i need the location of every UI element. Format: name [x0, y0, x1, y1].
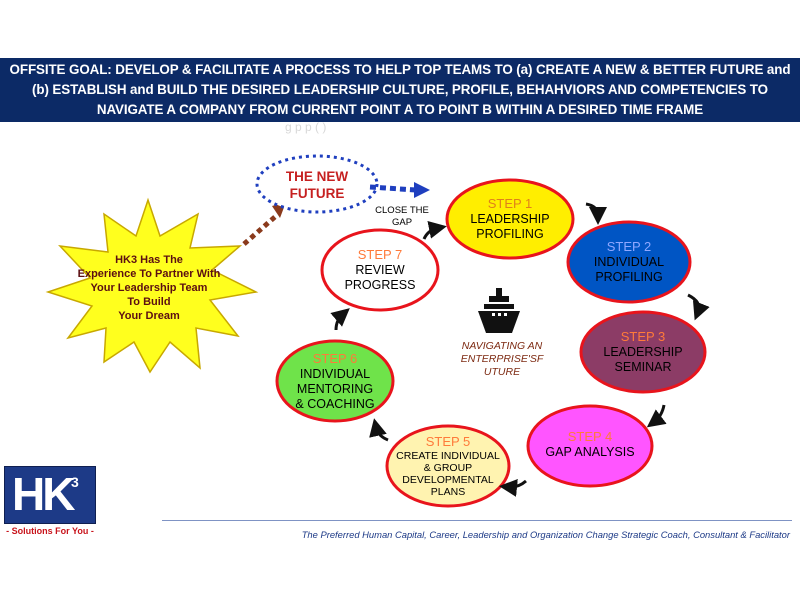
step-5: STEP 5 CREATE INDIVIDUAL & GROUP DEVELOP… — [390, 428, 506, 504]
arrow-1-2 — [585, 202, 607, 225]
step-2-label: STEP 2 — [606, 239, 652, 254]
logo-letters: HK — [12, 468, 75, 520]
close-the-gap-label: CLOSE THE GAP — [375, 205, 429, 228]
step-6: STEP 6 INDIVIDUAL MENTORING & COACHING — [279, 345, 391, 417]
step-7-label: STEP 7 — [357, 247, 403, 262]
step-2: STEP 2 INDIVIDUAL PROFILING — [570, 226, 688, 298]
logo-superscript: 3 — [71, 474, 79, 490]
logo-tagline: - Solutions For You - — [6, 526, 94, 536]
starburst-shape — [45, 197, 259, 374]
step-6-text: INDIVIDUAL MENTORING & COACHING — [295, 366, 375, 411]
blue-dashed-arrow-head — [414, 182, 430, 198]
blue-dashed-arrow — [369, 184, 417, 193]
ship-icon — [478, 288, 520, 333]
arrow-2-3 — [687, 293, 710, 321]
new-future-ellipse — [255, 154, 379, 214]
arrow-4-5 — [499, 478, 527, 497]
step-3-label: STEP 3 — [620, 329, 666, 344]
step-3: STEP 3 LEADERSHIP SEMINAR — [583, 316, 703, 388]
arrow-5-6 — [369, 418, 389, 442]
step-1-text: LEADERSHIP PROFILING — [470, 212, 550, 241]
step-5-text: CREATE INDIVIDUAL & GROUP DEVELOPMENTAL … — [396, 450, 500, 498]
step-6-ellipse — [275, 339, 395, 423]
arrow-6-7 — [330, 308, 350, 331]
step-7-ellipse — [320, 228, 440, 312]
step-3-text: LEADERSHIP SEMINAR — [603, 345, 683, 374]
step-4-label: STEP 4 — [567, 428, 613, 444]
arrow-7-1 — [422, 220, 447, 240]
step-2-ellipse — [566, 220, 692, 304]
step-4-text: GAP ANALYSIS — [545, 444, 635, 459]
starburst-text: HK3 Has The Experience To Partner With Y… — [77, 254, 221, 322]
navigating-caption: NAVIGATING AN ENTERPRISE'SF UTURE — [460, 340, 544, 378]
arrow-3-4 — [646, 404, 667, 428]
offsite-goal-title: OFFSITE GOAL: DEVELOP & FACILITATE A PRO… — [9, 62, 791, 117]
step-1: STEP 1 LEADERSHIP PROFILING — [449, 184, 571, 254]
step-3-ellipse — [579, 310, 707, 394]
step-4-ellipse — [526, 404, 654, 488]
hk3-logo: HK 3 — [4, 466, 96, 524]
step-1-ellipse — [445, 178, 575, 260]
footer-tagline: The Preferred Human Capital, Career, Lea… — [301, 529, 790, 540]
footer-divider — [162, 520, 792, 521]
step-7: STEP 7 REVIEW PROGRESS — [324, 240, 436, 300]
step-2-text: INDIVIDUAL PROFILING — [593, 255, 665, 284]
step-1-label: STEP 1 — [487, 196, 533, 211]
step-5-label: STEP 5 — [425, 434, 471, 449]
step-5-ellipse — [385, 424, 511, 508]
step-6-label: STEP 6 — [312, 350, 358, 366]
step-7-text: REVIEW PROGRESS — [344, 263, 416, 292]
faint-subtitle: g p p ( ) — [285, 120, 327, 134]
step-4: STEP 4 GAP ANALYSIS — [530, 424, 650, 464]
dashed-arrow-to-future — [242, 214, 278, 246]
header-banner: OFFSITE GOAL: DEVELOP & FACILITATE A PRO… — [0, 58, 800, 122]
new-future-label: THE NEW FUTURE — [285, 169, 349, 201]
logo-box — [4, 466, 96, 524]
